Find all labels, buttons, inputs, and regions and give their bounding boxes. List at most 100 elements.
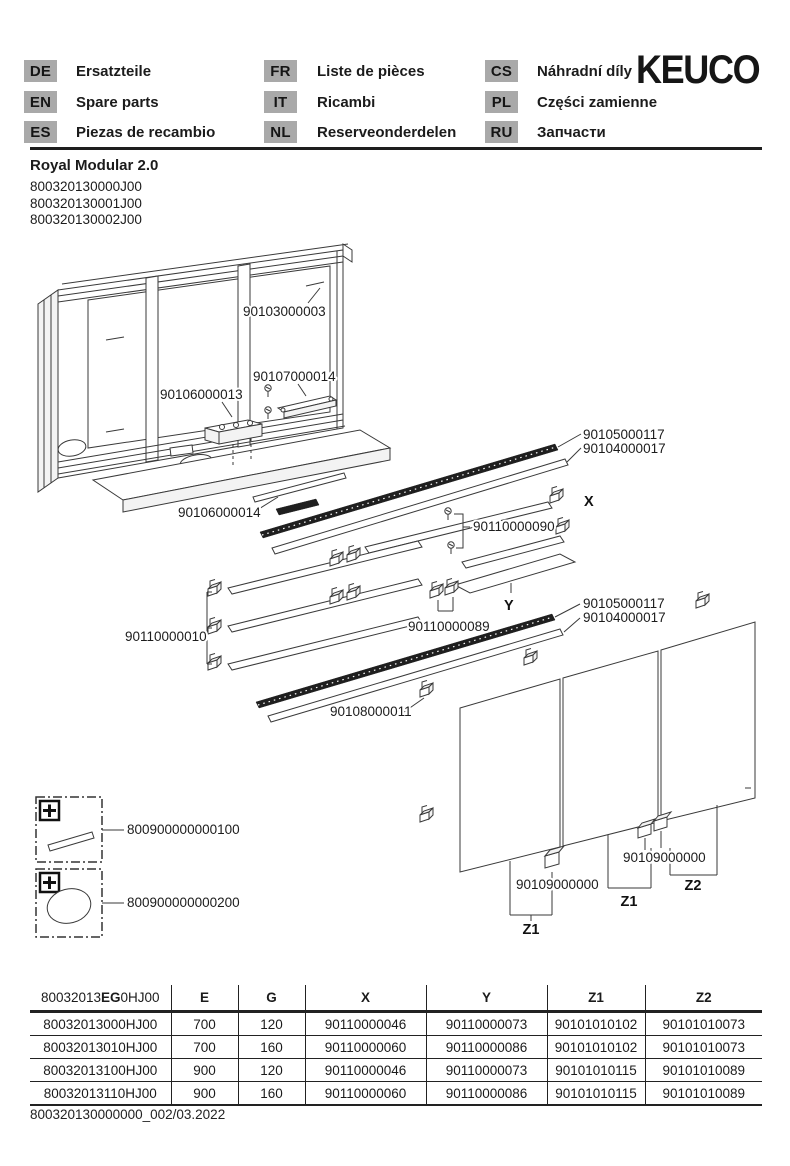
column-header-z1: Z1 (546, 985, 646, 1013)
table-cell: 80032013110HJ00 (30, 1081, 172, 1106)
lang-entry-en: EN Spare parts (24, 91, 159, 113)
table-cell: 90101010115 (546, 1081, 646, 1106)
table-cell: 900 (170, 1081, 239, 1106)
table-cell: 90101010115 (546, 1058, 646, 1082)
ref-letter-z1-mid: Z1 (621, 894, 638, 910)
part-label-bottom-profile: 90106000014 (178, 505, 261, 520)
model-suffix: 0HJ00 (120, 990, 160, 1005)
lang-label: Liste de pièces (317, 62, 425, 80)
column-header-x: X (304, 985, 427, 1013)
table-cell: 90101010073 (644, 1011, 762, 1036)
part-label-led-strip-top: 90105000117 (583, 427, 665, 442)
lang-label: Náhradní díly (537, 62, 633, 80)
part-label-led-driver: 90107000014 (253, 369, 336, 384)
document-reference: 800320130000000_002/03.2022 (30, 1107, 226, 1122)
table-cell: 80032013000HJ00 (30, 1011, 172, 1036)
table-cell: 700 (170, 1011, 239, 1036)
plus-icon (40, 801, 59, 820)
accessory-box-mirror (36, 869, 124, 937)
lang-code-badge: PL (485, 91, 518, 113)
table-cell: 90110000046 (304, 1058, 427, 1082)
table-cell: 120 (237, 1058, 306, 1082)
part-label-bottom-rail-clip: 90108000011 (330, 704, 412, 719)
led-driver-part (278, 396, 336, 418)
lang-label: Reserveonderdelen (317, 123, 457, 141)
lang-entry-de: DE Ersatzteile (24, 60, 151, 82)
lang-label: Запчасти (537, 123, 606, 141)
column-header-g: G (237, 985, 306, 1013)
part-label-shelf-set-left: 90110000010 (125, 629, 207, 644)
table-cell: 90110000073 (425, 1058, 548, 1082)
part-label-door-damper-left: 90109000000 (516, 877, 599, 892)
keuco-logo: KEUCO (636, 48, 761, 92)
table-cell: 160 (237, 1081, 306, 1106)
part-label-shelf-clip-set: 90110000090 (473, 519, 555, 534)
table-cell: 90110000086 (425, 1081, 548, 1106)
part-label-accessory-strip: 800900000000100 (127, 822, 240, 837)
glass-shelves (228, 502, 575, 670)
table-header-row: 80032013EG0HJ00 E G X Y Z1 Z2 (30, 985, 762, 1013)
lang-entry-pl: PL Części zamienne (485, 91, 657, 113)
led-rail-top (260, 434, 581, 554)
product-code: 800320130000J00 (30, 179, 142, 194)
lang-label: Spare parts (76, 93, 159, 111)
model-prefix: 80032013 (40, 990, 102, 1005)
lang-entry-ru: RU Запчасти (485, 121, 606, 143)
part-label-drawer-unit: 90106000013 (160, 387, 243, 402)
ref-letter-x: X (584, 494, 594, 510)
mirror-doors (460, 622, 755, 872)
cabinet-base-panel (93, 430, 390, 512)
led-rail-bottom (256, 614, 563, 722)
table-cell: 160 (237, 1035, 306, 1059)
table-cell: 80032013100HJ00 (30, 1058, 172, 1082)
product-block: Royal Modular 2.0 800320130000J00 800320… (30, 157, 158, 229)
product-code: 800320130002J00 (30, 212, 142, 227)
ref-letter-y: Y (504, 598, 514, 614)
table-cell: 120 (237, 1011, 306, 1036)
column-header-z2: Z2 (644, 985, 762, 1013)
drawer-unit-part (205, 384, 272, 468)
door-hardware (510, 805, 717, 921)
product-title: Royal Modular 2.0 (30, 157, 159, 174)
table-cell: 90110000060 (304, 1035, 427, 1059)
table-cell: 700 (170, 1035, 239, 1059)
lang-code-badge: CS (485, 60, 518, 82)
lang-entry-nl: NL Reserveonderdelen (264, 121, 456, 143)
lang-code-badge: NL (264, 121, 297, 143)
table-cell: 90101010073 (644, 1035, 762, 1059)
product-code: 800320130001J00 (30, 195, 142, 211)
accessory-box-strip (36, 797, 124, 862)
bottom-profile-part (253, 473, 346, 515)
part-label-alu-profile-top: 90104000017 (583, 441, 666, 456)
table-cell: 900 (170, 1058, 239, 1082)
lang-code-badge: FR (264, 60, 297, 82)
table-cell: 90101010102 (546, 1035, 646, 1059)
part-label-shelf-clips-small: 90110000089 (408, 619, 490, 634)
table-cell: 90110000046 (304, 1011, 427, 1036)
lang-entry-it: IT Ricambi (264, 91, 375, 113)
ref-letter-z2: Z2 (685, 878, 702, 894)
column-header-e: E (170, 985, 239, 1013)
part-label-door-damper-right: 90109000000 (623, 850, 706, 865)
variants-table-wrapper: 80032013EG0HJ00 E G X Y Z1 Z2 8003201300… (30, 985, 762, 1106)
callout-leaders (200, 288, 580, 712)
lang-code-badge: ES (24, 121, 57, 143)
part-label-accessory-mirror: 800900000000200 (127, 895, 240, 910)
lang-entry-fr: FR Liste de pièces (264, 60, 425, 82)
table-cell: 80032013010HJ00 (30, 1035, 172, 1059)
header-divider (30, 147, 762, 150)
table-cell: 90101010089 (644, 1058, 762, 1082)
part-label-backwall-clip: 90103000003 (243, 304, 326, 319)
plus-icon (40, 873, 59, 892)
table-cell: 90101010102 (546, 1011, 646, 1036)
lang-label: Ricambi (317, 93, 376, 111)
lang-label: Piezas de recambio (76, 123, 216, 141)
exploded-view-diagram: 90103000003 90106000013 90107000014 9010… (0, 232, 790, 940)
lang-label: Części zamienne (537, 93, 658, 111)
lang-code-badge: EN (24, 91, 57, 113)
lang-code-badge: DE (24, 60, 57, 82)
